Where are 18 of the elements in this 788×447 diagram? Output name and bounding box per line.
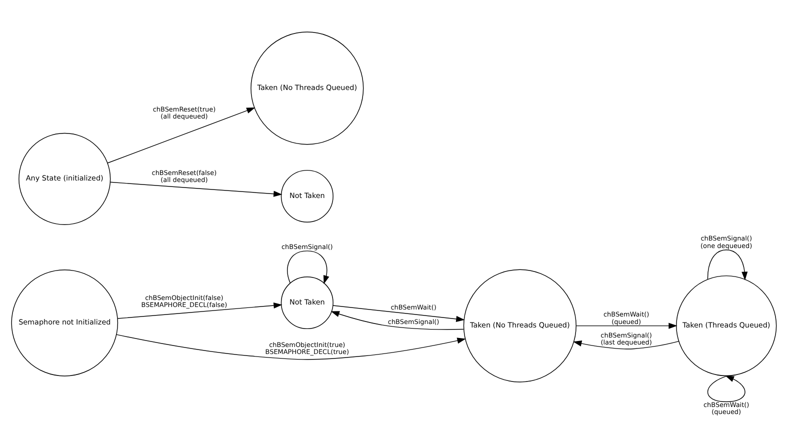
node-circle: Taken (Threads Queued) [676,274,777,376]
arrow [287,250,330,284]
arrow [117,302,282,318]
arrow [573,340,680,349]
node-circle: Not Taken [280,169,334,222]
node-circle: Any State (initialized) [18,132,111,224]
node-circle: Semaphore not Initialized [11,269,118,376]
arrow [107,107,256,163]
arrow [330,310,464,330]
node-circle: Taken (No Threads Queued) [250,31,364,144]
arrow [707,375,746,402]
arrow [332,304,465,322]
node-circle: Not Taken [280,276,334,329]
arrow [707,249,748,280]
arrow [110,181,282,196]
arrow [576,322,678,328]
node-circle: Taken (No Threads Queued) [463,268,576,382]
arrow [116,334,466,360]
